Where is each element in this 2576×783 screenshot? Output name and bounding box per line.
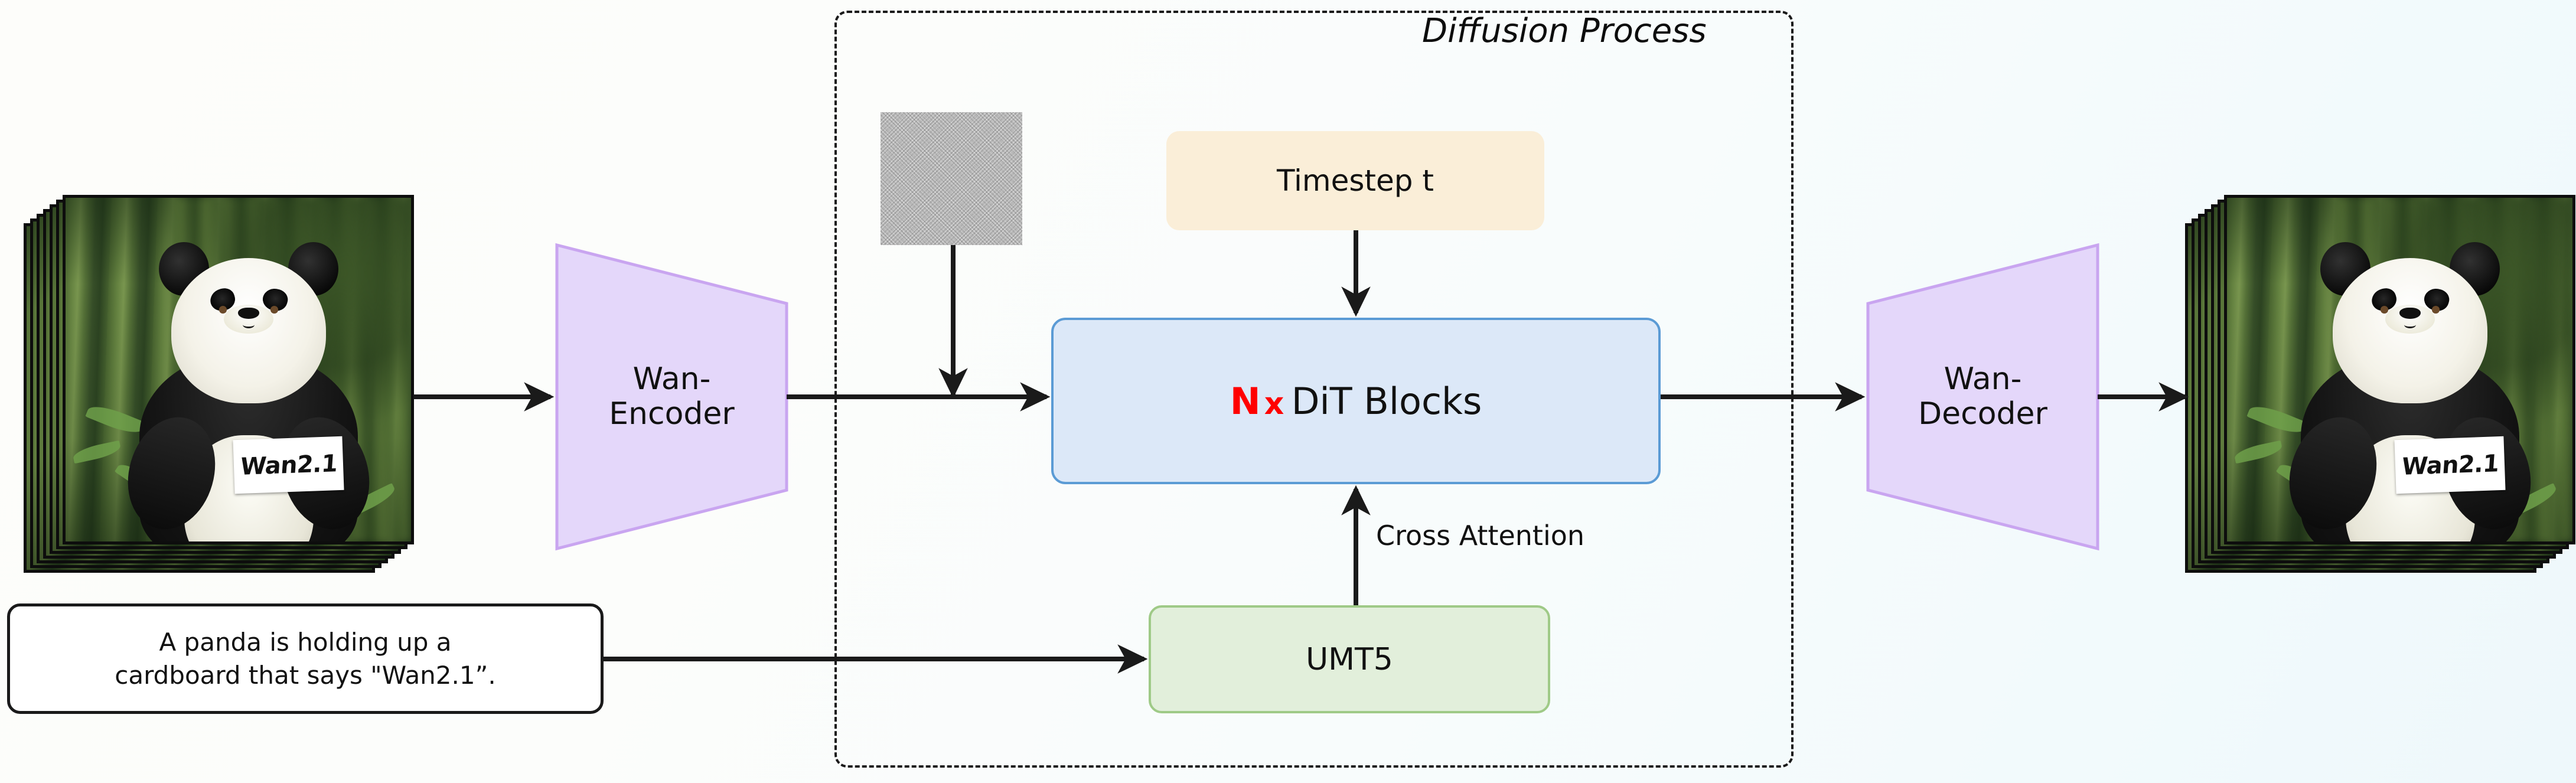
diffusion-process-title: Diffusion Process bbox=[1422, 12, 1707, 50]
prompt-line-2: cardboard that says "Wan2.1”. bbox=[115, 660, 496, 690]
panda-sign: Wan2.1 bbox=[233, 436, 344, 494]
wan-decoder-shape bbox=[1866, 243, 2099, 551]
video-frame-front: Wan2.1 bbox=[63, 195, 414, 544]
dit-blocks-node[interactable]: N x DiT Blocks bbox=[1051, 318, 1661, 484]
timestep-label: Timestep t bbox=[1276, 164, 1434, 198]
prompt-text-box[interactable]: A panda is holding up a cardboard that s… bbox=[7, 603, 604, 714]
panda-sign-text: Wan2.1 bbox=[239, 449, 338, 481]
dit-block-count: N bbox=[1230, 379, 1261, 423]
wan-encoder-node[interactable]: Wan- Encoder bbox=[555, 243, 788, 551]
panda-sign: Wan2.1 bbox=[2394, 436, 2506, 494]
wan-encoder-shape bbox=[555, 243, 788, 551]
dit-blocks-label: N x DiT Blocks bbox=[1230, 380, 1482, 423]
umt5-text-encoder-node[interactable]: UMT5 bbox=[1149, 605, 1550, 713]
diffusion-process-region bbox=[834, 11, 1794, 768]
output-video-frames: Wan2.1 bbox=[2185, 195, 2575, 573]
prompt-line-1: A panda is holding up a bbox=[159, 628, 452, 657]
video-frame-front: Wan2.1 bbox=[2224, 195, 2575, 544]
panda-sign-text: Wan2.1 bbox=[2400, 449, 2500, 481]
cross-attention-label: Cross Attention bbox=[1376, 520, 1585, 552]
umt5-label: UMT5 bbox=[1306, 641, 1393, 677]
input-video-frames: Wan2.1 bbox=[24, 195, 414, 573]
dit-blocks-text: DiT Blocks bbox=[1291, 379, 1482, 423]
dit-multiply-symbol: x bbox=[1264, 386, 1284, 422]
gaussian-noise-patch bbox=[881, 112, 1022, 245]
timestep-node[interactable]: Timestep t bbox=[1166, 131, 1544, 230]
wan-decoder-node[interactable]: Wan- Decoder bbox=[1866, 243, 2099, 551]
